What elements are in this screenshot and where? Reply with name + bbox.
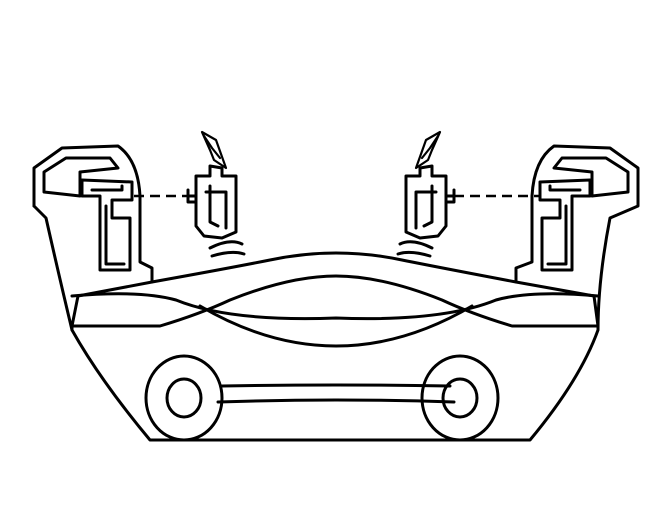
left-mount-hole [144,354,224,442]
right-abutment [538,178,592,272]
left-pad-clip [186,130,246,258]
left-abutment [80,178,134,272]
caliper-bracket [32,144,640,442]
right-pad-clip [396,130,456,258]
right-mount-hole [420,354,500,442]
